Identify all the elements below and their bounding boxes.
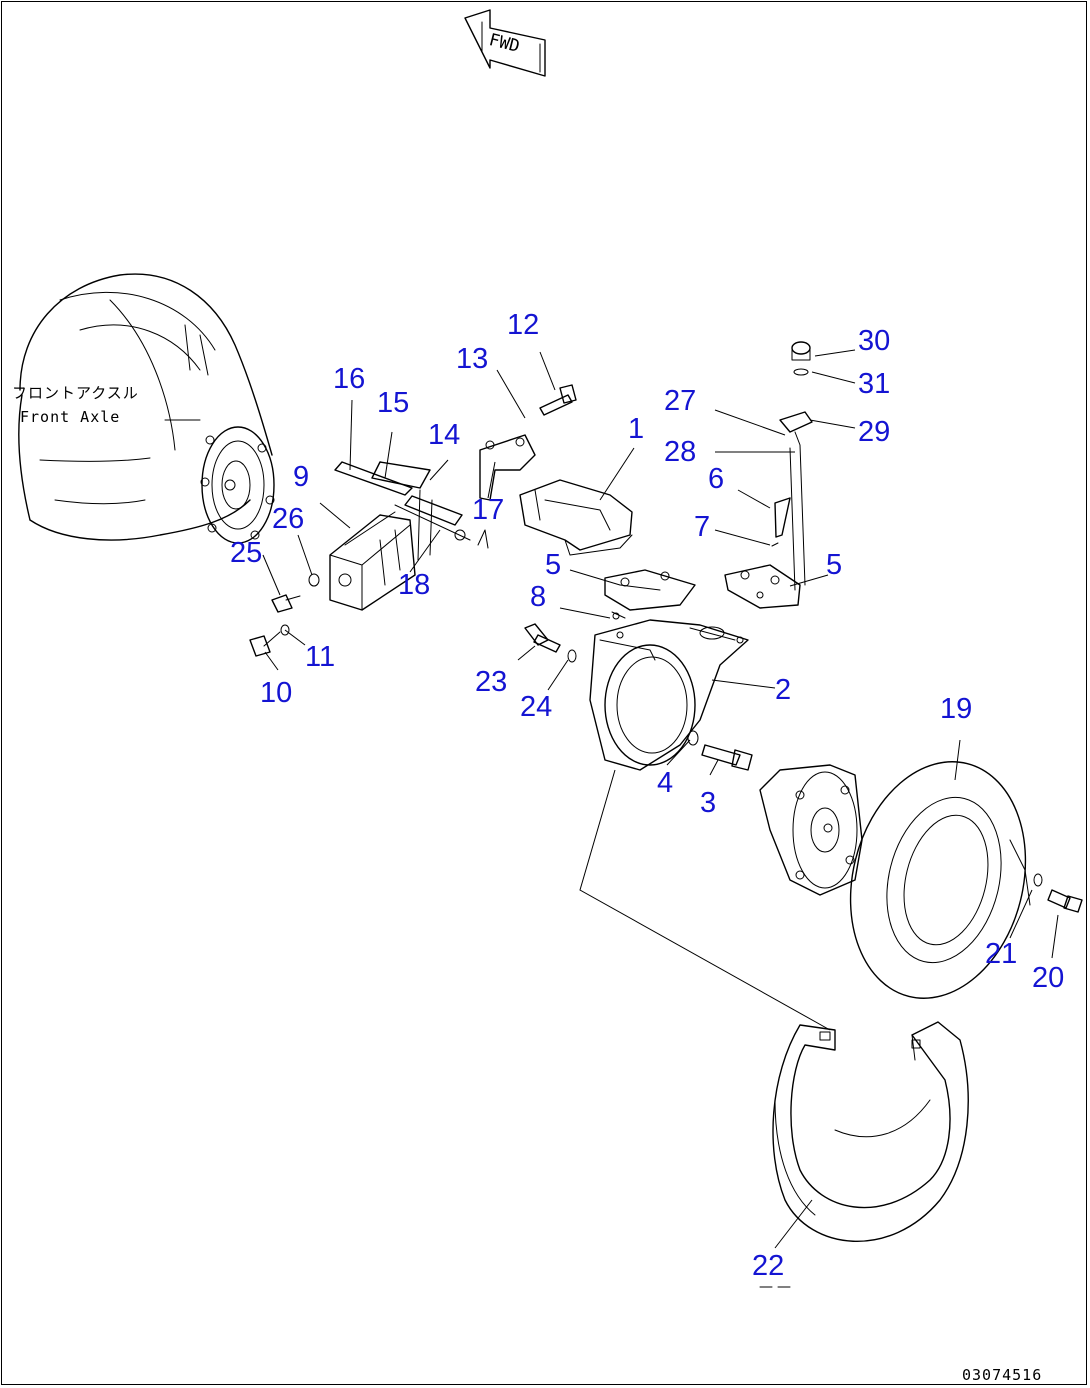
callout-19: 19: [940, 693, 972, 725]
callout-leaders: [262, 349, 1059, 1249]
callout-14: 14: [428, 419, 460, 451]
callout-26: 26: [272, 503, 304, 535]
callout-16: 16: [333, 363, 365, 395]
bleeder-assembly: [771, 341, 813, 591]
pin-8: [611, 611, 626, 620]
callout-12: 12: [507, 309, 539, 341]
callout-18: 18: [398, 569, 430, 601]
callout-21: 21: [985, 938, 1017, 970]
callout-2: 2: [775, 674, 791, 706]
callout-8: 8: [530, 581, 546, 613]
callout-5-left: 5: [545, 549, 561, 581]
callout-15: 15: [377, 387, 409, 419]
callout-9: 9: [293, 461, 309, 493]
lever-linkage: [334, 461, 471, 561]
bolt-25: [271, 573, 320, 613]
callout-11: 11: [305, 641, 335, 673]
callout-22: 22: [752, 1250, 784, 1282]
callout-23: 23: [475, 666, 507, 698]
leader-bracket-to-cover: [579, 769, 831, 1031]
callout-4: 4: [657, 767, 673, 799]
callout-25: 25: [230, 537, 262, 569]
callout-7: 7: [694, 511, 710, 543]
callout-3: 3: [700, 787, 716, 819]
drawing-code: 03074516: [962, 1366, 1042, 1384]
bolt-23: [524, 623, 577, 663]
brake-disc: [849, 761, 1031, 999]
front-axle-housing: フロントアクスル Front Axle: [12, 273, 275, 544]
front-axle-label-jp: フロントアクスル: [12, 384, 139, 402]
brake-pad-right: [724, 564, 801, 609]
front-axle-label-en: Front Axle: [20, 408, 120, 426]
callout-5-right: 5: [826, 549, 842, 581]
brake-cylinder: [329, 511, 416, 611]
mounting-bracket: [589, 619, 749, 771]
caliper-body: [519, 479, 633, 556]
callout-17: 17: [472, 494, 504, 526]
callout-10: 10: [260, 677, 292, 709]
brake-cover: [772, 1021, 969, 1243]
bolt-20: [1033, 873, 1083, 913]
callout-27: 27: [664, 385, 696, 417]
callout-30: 30: [858, 325, 890, 357]
callout-24: 24: [520, 691, 552, 723]
bracket-small: [477, 434, 536, 549]
callout-31: 31: [858, 368, 890, 400]
bolt-10: [249, 624, 290, 657]
callout-28: 28: [664, 436, 696, 468]
wheel-hub: [759, 764, 863, 896]
fwd-arrow-icon: FWD: [464, 9, 546, 77]
callout-6: 6: [708, 463, 724, 495]
bolt-12: [539, 384, 577, 416]
callout-13: 13: [456, 343, 488, 375]
callout-1: 1: [628, 413, 644, 445]
bolt-3: [687, 730, 753, 771]
callout-29: 29: [858, 416, 890, 448]
callout-numbers: 1 2 3 4 5 5 6 7 8 9 10 11 12 13 14 15 16…: [230, 309, 1064, 1282]
callout-20: 20: [1032, 962, 1064, 994]
brake-pad-left: [604, 569, 696, 611]
